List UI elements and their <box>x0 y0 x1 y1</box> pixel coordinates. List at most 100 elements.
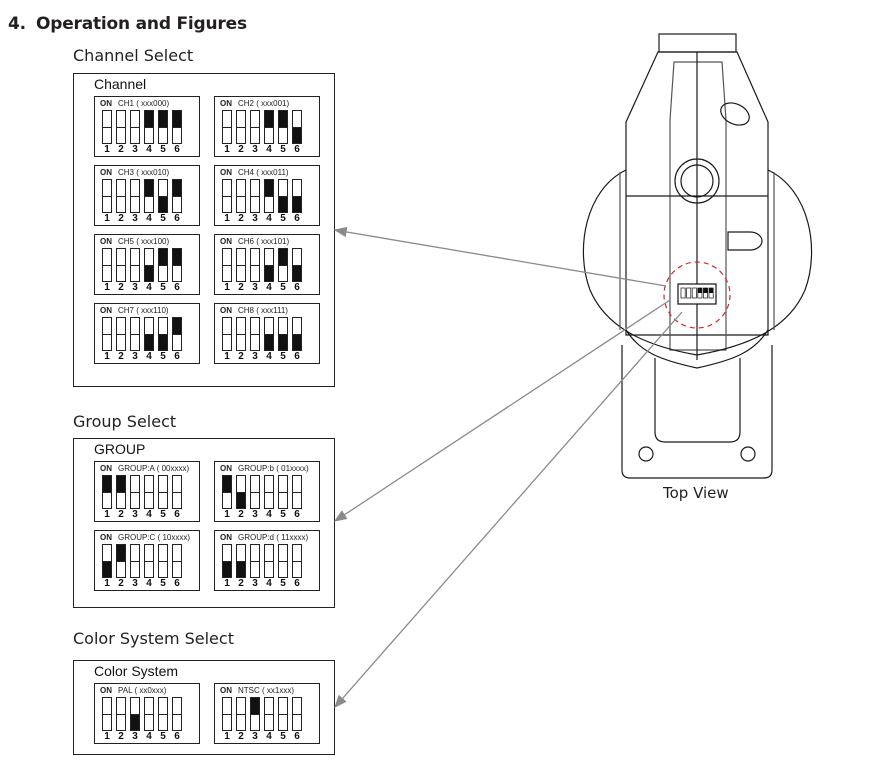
dip-switch-position <box>293 334 301 350</box>
switch-number: 5 <box>280 731 286 742</box>
dip-setting-code: ( xxx010) <box>136 168 170 177</box>
switch-number: 6 <box>174 282 180 293</box>
dip-switch-lever <box>250 475 260 509</box>
arrow-to-group-panel <box>333 299 671 522</box>
dip-switch-lever <box>158 110 168 144</box>
dip-switch-position <box>145 180 153 196</box>
on-label: ON <box>220 99 232 108</box>
switch-number: 3 <box>252 144 258 155</box>
group-select-title: Group Select <box>73 412 177 431</box>
dip-switch-lever <box>250 248 260 282</box>
switch-number: 3 <box>132 213 138 224</box>
switch-number: 2 <box>238 144 244 155</box>
dip-setting-label: GROUP:A <box>118 464 155 473</box>
dip-switch-position <box>159 111 167 127</box>
dip-switch-position <box>293 265 301 281</box>
dip-switch-lever <box>130 317 140 351</box>
switch-number: 6 <box>294 578 300 589</box>
switch-number: 2 <box>238 282 244 293</box>
dip-switch-lever <box>236 110 246 144</box>
dip-switch-lever <box>250 179 260 213</box>
dip-switch-lever <box>278 475 288 509</box>
dip-switch-lever <box>264 110 274 144</box>
switch-number: 2 <box>118 144 124 155</box>
switch-number: 4 <box>266 282 272 293</box>
on-label: ON <box>220 168 232 177</box>
switch-number: 5 <box>280 213 286 224</box>
camera-top-cap <box>658 33 737 53</box>
dip-switch-lever <box>236 317 246 351</box>
dip-switch-lever <box>144 179 154 213</box>
switch-number: 2 <box>238 509 244 520</box>
switch-number: 1 <box>104 282 110 293</box>
dip-switch-lever <box>144 697 154 731</box>
figure-caption: Top View <box>663 484 729 502</box>
dip-switch-position <box>237 492 245 508</box>
dip-setting-label: NTSC <box>238 686 260 695</box>
switch-number: 6 <box>174 351 180 362</box>
switch-number: 5 <box>160 351 166 362</box>
mini-dip-position <box>703 288 708 293</box>
section-number: 4. <box>8 14 26 34</box>
switch-number: 4 <box>146 731 152 742</box>
dip-setting-label: CH1 <box>118 99 135 108</box>
switch-number: 1 <box>104 578 110 589</box>
switch-number: 1 <box>224 578 230 589</box>
dip-switch-position <box>159 334 167 350</box>
dip-switch-highlight-circle <box>663 261 731 329</box>
dip-switch-lever <box>278 697 288 731</box>
dip-switch-lever <box>292 248 302 282</box>
switch-number: 2 <box>118 282 124 293</box>
switch-number: 2 <box>118 351 124 362</box>
dip-switch-position <box>173 249 181 265</box>
dip-switch-lever <box>172 248 182 282</box>
dip-setting-code: ( 10xxxx) <box>157 533 191 542</box>
switch-number: 5 <box>160 578 166 589</box>
dip-switch-lever <box>250 110 260 144</box>
switch-number: 2 <box>238 213 244 224</box>
dip-switch-lever <box>278 179 288 213</box>
dip-switch-lever <box>292 544 302 578</box>
switch-number: 5 <box>280 509 286 520</box>
on-label: ON <box>100 464 112 473</box>
dip-switch-lever <box>116 317 126 351</box>
dip-switch-lever <box>278 110 288 144</box>
switch-number: 3 <box>132 144 138 155</box>
switch-number: 6 <box>294 509 300 520</box>
switch-number: 1 <box>104 144 110 155</box>
dip-switch-lever <box>158 697 168 731</box>
switch-number: 2 <box>238 731 244 742</box>
dip-switch-lever <box>264 179 274 213</box>
color-panel-label: Color System <box>94 663 179 679</box>
dip-switch-position <box>279 196 287 212</box>
dip-switch-lever <box>264 317 274 351</box>
dip-switch-lever <box>172 475 182 509</box>
dip-setting-label: CH7 <box>118 306 135 315</box>
switch-number: 5 <box>280 351 286 362</box>
lens-housing <box>674 158 720 204</box>
dip-switch-lever <box>102 317 112 351</box>
dip-switch-lever <box>292 697 302 731</box>
dip-setting-label: GROUP:C <box>118 533 156 542</box>
dip-switch-lever <box>172 544 182 578</box>
dip-switch-position <box>117 545 125 561</box>
switch-number: 4 <box>146 509 152 520</box>
mount-hole-left <box>638 446 654 462</box>
dip-setting-code: ( xxx110) <box>136 306 169 315</box>
camera-lower-rim <box>625 329 769 369</box>
section-heading: 4.Operation and Figures <box>8 14 247 34</box>
dip-switch-lever <box>102 110 112 144</box>
dip-switch-lever <box>144 317 154 351</box>
dip-switch-lever <box>236 697 246 731</box>
switch-number: 4 <box>266 144 272 155</box>
mini-dip-position <box>709 288 714 293</box>
